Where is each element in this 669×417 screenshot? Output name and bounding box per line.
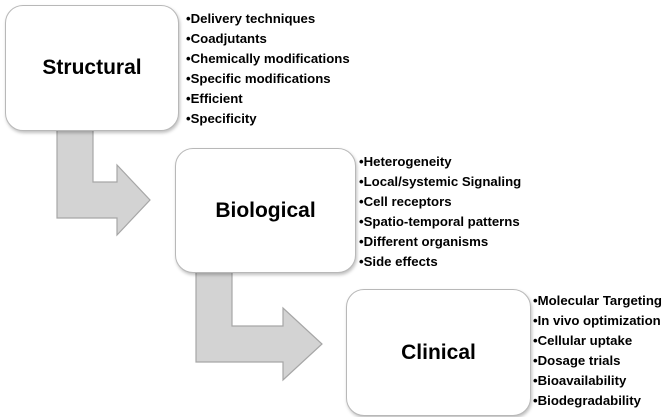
structural-title: Structural — [42, 56, 142, 79]
list-item: Specificity — [186, 109, 350, 129]
list-item: Different organisms — [359, 232, 521, 252]
list-item: Cell receptors — [359, 192, 521, 212]
arrow-biological-to-clinical — [195, 269, 323, 382]
biological-list: Heterogeneity Local/systemic Signaling C… — [359, 152, 522, 272]
list-item: Specific modifications — [186, 69, 350, 89]
list-item: Cellular uptake — [533, 331, 662, 351]
clinical-title: Clinical — [401, 340, 476, 364]
list-item: Heterogeneity — [359, 152, 521, 172]
list-item: Chemically modifications — [186, 49, 350, 69]
list-item: Molecular Targeting — [533, 291, 662, 311]
list-item: In vivo optimization — [533, 311, 662, 331]
list-item: Biodegradability — [533, 391, 662, 411]
clinical-list: Molecular Targeting In vivo optimization… — [533, 291, 662, 411]
structural-list: Delivery techniques Coadjutants Chemical… — [186, 9, 350, 129]
list-item: Side effects — [359, 252, 521, 272]
list-item: Bioavailability — [533, 371, 662, 391]
list-item: Delivery techniques — [186, 9, 350, 29]
list-item: Efficient — [186, 89, 350, 109]
structural-box: Structural — [5, 5, 179, 131]
arrow-structural-to-biological — [56, 127, 151, 237]
list-item: Coadjutants — [186, 29, 350, 49]
biological-box: Biological — [175, 148, 356, 273]
biological-title: Biological — [215, 198, 316, 222]
list-item: Dosage trials — [533, 351, 662, 371]
list-item: Local/systemic Signaling — [359, 172, 522, 192]
clinical-box: Clinical — [346, 289, 531, 416]
list-item: Spatio-temporal patterns — [359, 212, 521, 232]
